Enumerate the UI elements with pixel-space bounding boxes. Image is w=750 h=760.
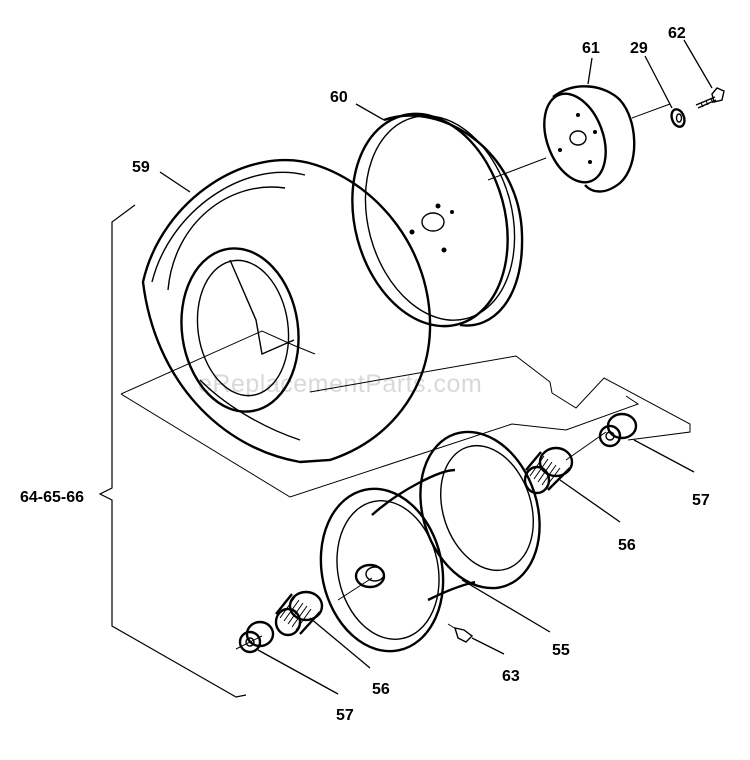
valve-stem: [447, 623, 474, 643]
callout-59: 59: [132, 159, 150, 176]
bolt: [695, 87, 725, 109]
callout-29: 29: [630, 40, 648, 57]
callout-60: 60: [330, 89, 348, 106]
callout-63: 63: [502, 668, 520, 685]
assembly-bracket: [98, 204, 247, 698]
bushing-upper: [598, 412, 638, 448]
leader-lines: [159, 39, 713, 695]
hub: [543, 85, 636, 193]
callout-56-lower: 56: [372, 681, 390, 698]
bearing-lower: [274, 590, 324, 637]
watermark: eReplacementParts.com: [198, 370, 482, 398]
washer: [670, 108, 686, 128]
bushing-lower: [238, 620, 275, 654]
wheel-disc: [351, 112, 524, 328]
callout-56-upper: 56: [618, 537, 636, 554]
alignment-lines: [120, 103, 691, 650]
callout-55: 55: [552, 642, 570, 659]
callout-57-upper: 57: [692, 492, 710, 509]
callout-61: 61: [582, 40, 600, 57]
bearing-upper: [523, 446, 574, 495]
callout-57-lower: 57: [336, 707, 354, 724]
callout-62: 62: [668, 25, 686, 42]
tire: [141, 159, 432, 464]
rim: [319, 430, 541, 653]
callout-assembly: 64-65-66: [20, 489, 84, 506]
